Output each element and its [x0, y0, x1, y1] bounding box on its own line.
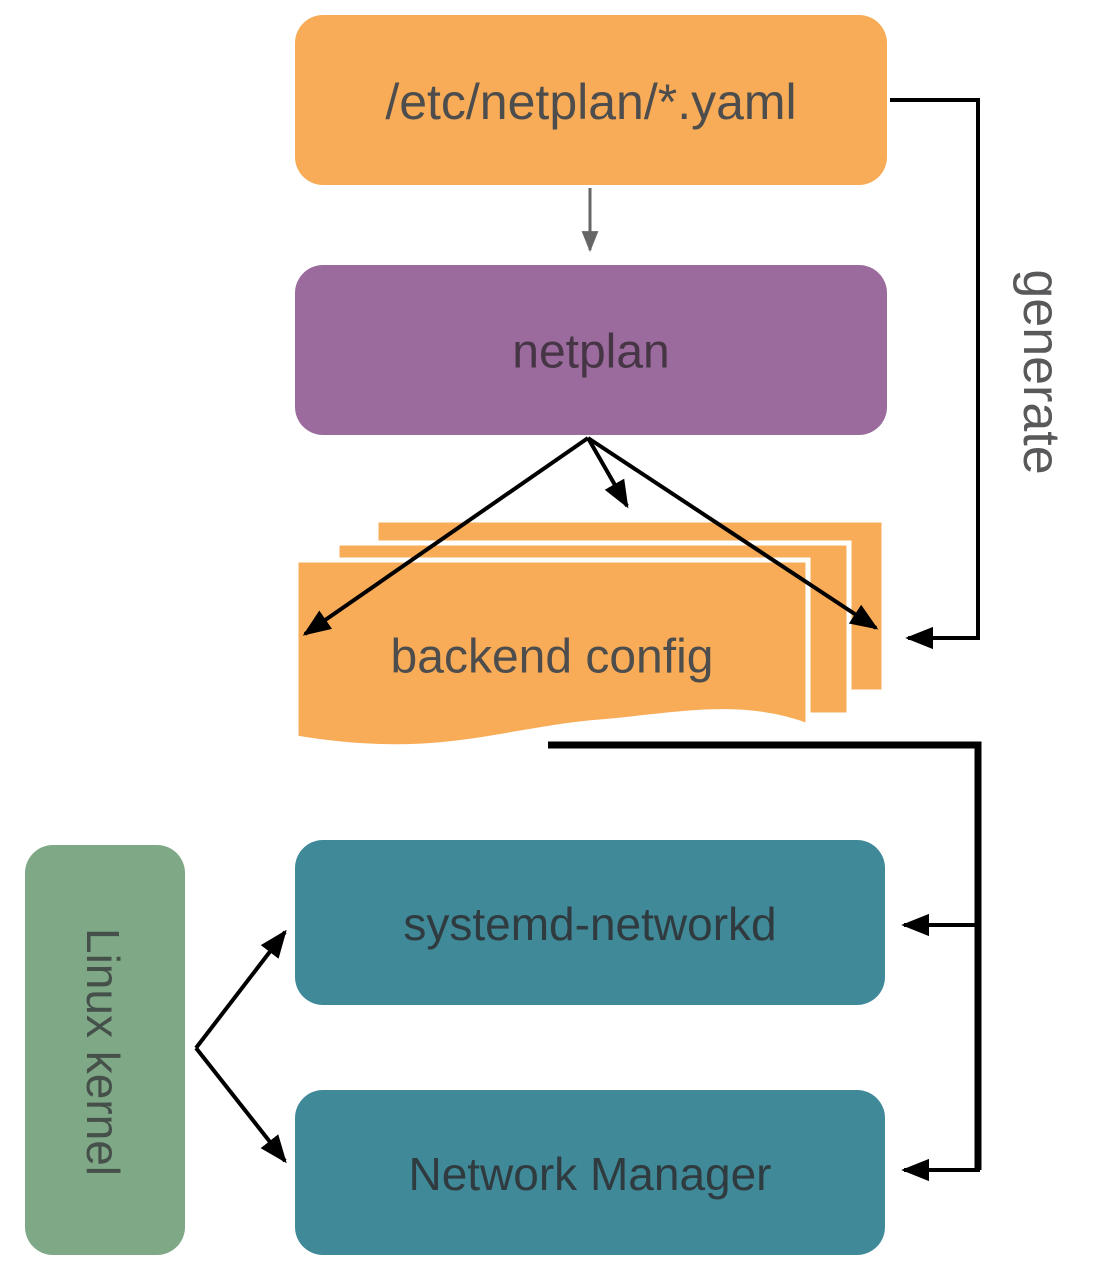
- backend-sheet-front: [293, 557, 811, 750]
- node-systemd-networkd-label: systemd-networkd: [403, 898, 776, 950]
- edge-netplan-to-backend-right: [586, 436, 879, 630]
- edge-netplan-to-backend-mid: [586, 437, 629, 509]
- node-systemd-networkd: [295, 840, 885, 1005]
- diagram-nodes: /etc/netplan/*.yaml netplan backend conf…: [25, 15, 887, 1255]
- node-network-manager: [295, 1090, 885, 1255]
- backend-config-stack: [293, 517, 887, 750]
- diagram-edges: [194, 98, 982, 1182]
- edge-netplan-to-backend-left: [302, 436, 590, 636]
- edge-kernel-to-network-manager: [194, 1046, 287, 1164]
- node-linux-kernel-label: Linux kernel: [77, 928, 129, 1176]
- edge-backend-trunk: [548, 741, 982, 1170]
- generate-edge-label: generate: [1012, 269, 1070, 474]
- edge-kernel-to-systemd-networkd: [194, 929, 287, 1050]
- node-netplan: [295, 265, 887, 435]
- node-linux-kernel: [25, 845, 185, 1255]
- node-backend-config-label: backend config: [391, 631, 714, 684]
- node-etc-netplan-yaml: [295, 15, 887, 185]
- node-etc-netplan-yaml-label: /etc/netplan/*.yaml: [385, 74, 796, 130]
- node-network-manager-label: Network Manager: [408, 1148, 771, 1200]
- node-netplan-label: netplan: [512, 326, 669, 379]
- edge-generate-yaml-to-backend: [890, 98, 980, 650]
